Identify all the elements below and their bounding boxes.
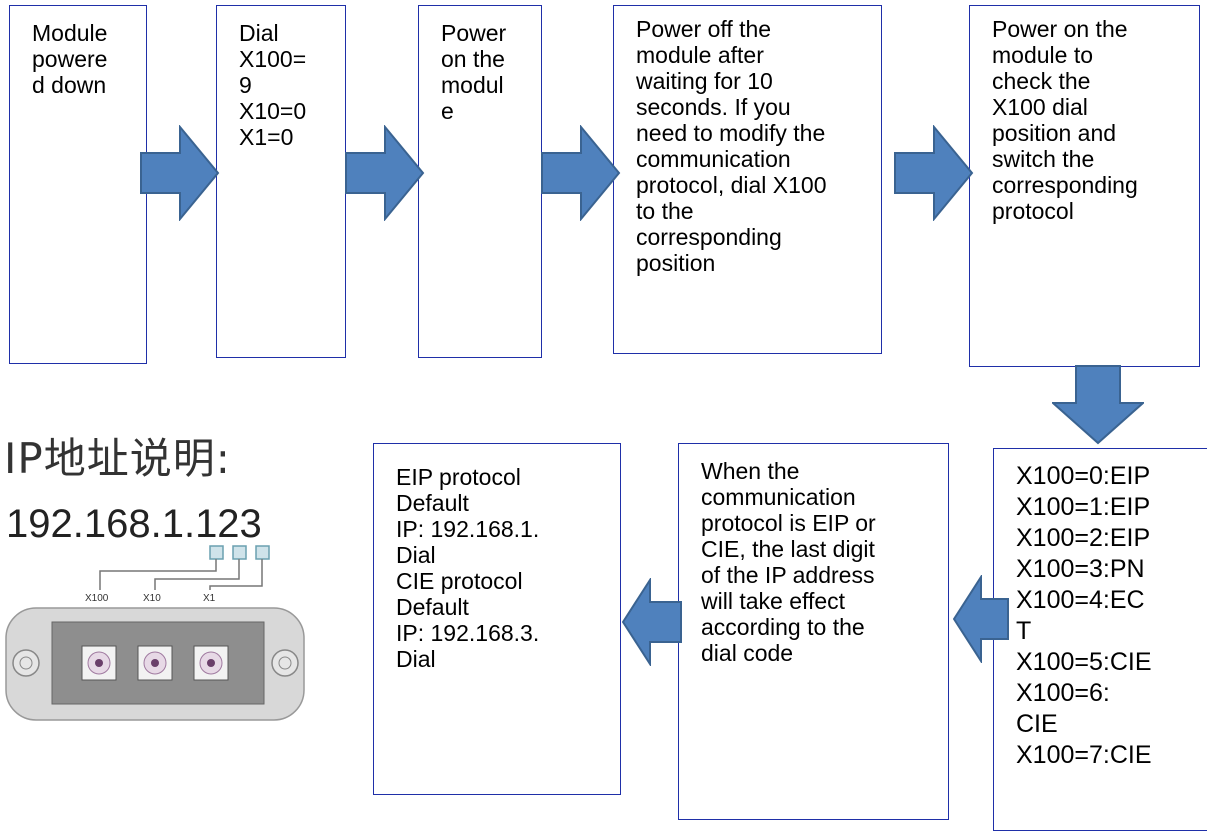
protocol-item: X100=2:EIP bbox=[1016, 524, 1151, 552]
step-text-line: module after bbox=[636, 42, 764, 68]
step-text-line: protocol, dial X100 bbox=[636, 172, 827, 198]
step-text-line: d down bbox=[32, 72, 107, 98]
dial-module-illustration: X100 X10 X1 bbox=[5, 545, 305, 721]
arrow-right-icon bbox=[894, 125, 974, 221]
step-text-line: Power on the bbox=[992, 16, 1128, 42]
note-text-line: CIE, the last digit bbox=[701, 536, 875, 562]
dial-x100-marker bbox=[209, 545, 224, 560]
note-text-line: dial code bbox=[701, 640, 794, 666]
default-text-line: CIE protocol bbox=[396, 568, 523, 594]
dial-label: X10 bbox=[143, 593, 161, 604]
default-text-line: Dial bbox=[396, 646, 436, 672]
arrow-right-icon bbox=[140, 125, 220, 221]
step-text-line: e bbox=[441, 98, 454, 124]
dial-x10-marker bbox=[232, 545, 247, 560]
default-text-line: IP: 192.168.3. bbox=[396, 620, 540, 646]
default-text-line: IP: 192.168.1. bbox=[396, 516, 540, 542]
protocol-item: CIE bbox=[1016, 710, 1058, 738]
step-text-line: X10=0 bbox=[239, 98, 307, 124]
step-text-line: need to modify the bbox=[636, 120, 826, 146]
default-text-line: Default bbox=[396, 594, 469, 620]
protocol-list: X100=0:EIP X100=1:EIP X100=2:EIP X100=3:… bbox=[993, 448, 1207, 831]
dial-x1-marker bbox=[255, 545, 270, 560]
arrow-down-icon bbox=[1052, 365, 1144, 445]
note-text-line: will take effect bbox=[701, 588, 846, 614]
default-text-line: Dial bbox=[396, 542, 436, 568]
step-text-line: Power bbox=[441, 20, 507, 46]
rotary-dial-x1-icon bbox=[193, 645, 229, 681]
dial-label: X1 bbox=[203, 593, 216, 604]
step-text-line: powere bbox=[32, 46, 108, 72]
protocol-item: X100=5:CIE bbox=[1016, 648, 1152, 676]
step-text-line: X1=0 bbox=[239, 124, 294, 150]
note-text-line: When the bbox=[701, 458, 800, 484]
step-text-line: corresponding bbox=[636, 224, 782, 250]
note-text-line: according to the bbox=[701, 614, 865, 640]
arrow-right-icon bbox=[541, 125, 621, 221]
arrow-left-icon bbox=[622, 578, 682, 666]
step-text-line: position bbox=[636, 250, 716, 276]
step-text-line: check the bbox=[992, 68, 1091, 94]
step-text-line: communication bbox=[636, 146, 791, 172]
dial-label: X100 bbox=[85, 593, 109, 604]
rotary-dial-x100-icon bbox=[81, 645, 117, 681]
step-module-powered-down: Module powere d down bbox=[9, 5, 147, 364]
protocol-item: X100=3:PN bbox=[1016, 555, 1145, 583]
default-ip-box: EIP protocol Default IP: 192.168.1. Dial… bbox=[373, 443, 621, 795]
step-power-on: Power on the modul e bbox=[418, 5, 542, 358]
note-text-line: of the IP address bbox=[701, 562, 875, 588]
step-dial-settings: Dial X100= 9 X10=0 X1=0 bbox=[216, 5, 346, 358]
ip-address-example: 192.168.1.123 bbox=[6, 502, 262, 546]
step-text-line: module to bbox=[992, 42, 1094, 68]
rotary-dial-x10-icon bbox=[137, 645, 173, 681]
protocol-item: T bbox=[1016, 617, 1032, 645]
step-text-line: Power off the bbox=[636, 16, 772, 42]
step-text-line: modul bbox=[441, 72, 504, 98]
protocol-item: X100=7:CIE bbox=[1016, 741, 1152, 769]
step-text-line: protocol bbox=[992, 198, 1074, 224]
protocol-item: X100=6: bbox=[1016, 679, 1110, 707]
step-text-line: 9 bbox=[239, 72, 252, 98]
screw-icon bbox=[271, 649, 299, 677]
step-text-line: X100 dial bbox=[992, 94, 1088, 120]
step-text-line: position and bbox=[992, 120, 1117, 146]
ip-section-title: IP地址说明: bbox=[4, 434, 231, 483]
default-text-line: Default bbox=[396, 490, 469, 516]
arrow-right-icon bbox=[345, 125, 425, 221]
note-text-line: communication bbox=[701, 484, 856, 510]
step-text-line: X100= bbox=[239, 46, 307, 72]
protocol-item: X100=0:EIP bbox=[1016, 462, 1151, 490]
arrow-left-icon bbox=[953, 575, 1009, 663]
protocol-item: X100=4:EC bbox=[1016, 586, 1145, 614]
step-text-line: corresponding bbox=[992, 172, 1138, 198]
default-text-line: EIP protocol bbox=[396, 464, 521, 490]
step-text-line: switch the bbox=[992, 146, 1095, 172]
step-text-line: seconds. If you bbox=[636, 94, 791, 120]
note-text-line: protocol is EIP or bbox=[701, 510, 876, 536]
screw-icon bbox=[12, 649, 40, 677]
step-text-line: Dial bbox=[239, 20, 279, 46]
step-text-line: on the bbox=[441, 46, 505, 72]
protocol-item: X100=1:EIP bbox=[1016, 493, 1151, 521]
step-text-line: to the bbox=[636, 198, 694, 224]
step-check-dial-switch: Power on the module to check the X100 di… bbox=[969, 5, 1200, 367]
step-text-line: Module bbox=[32, 20, 108, 46]
step-text-line: waiting for 10 bbox=[636, 68, 773, 94]
step-power-off-modify: Power off the module after waiting for 1… bbox=[613, 5, 882, 354]
ip-effect-note: When the communication protocol is EIP o… bbox=[678, 443, 949, 820]
